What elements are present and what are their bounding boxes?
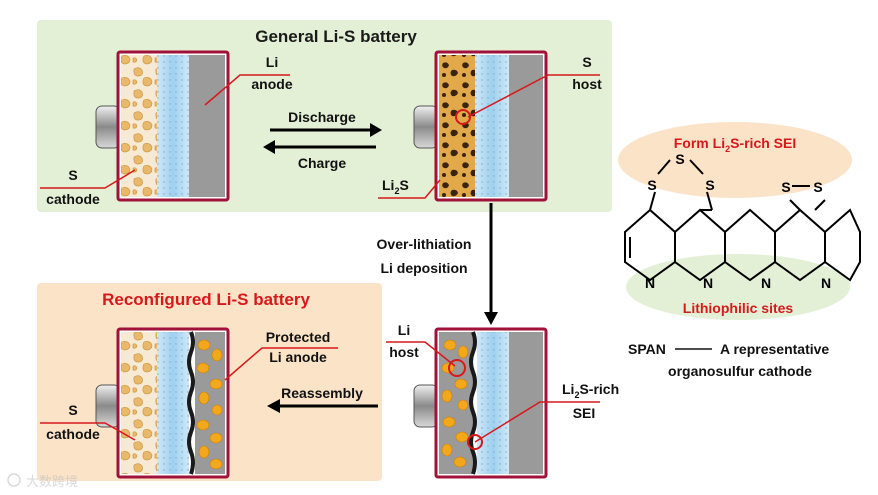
charge-arrow [263, 140, 376, 154]
label-cathode-bottom: cathode [46, 426, 100, 442]
label-s: S [68, 167, 77, 183]
label-protected: Protected [266, 329, 331, 345]
label-sei: SEI [573, 405, 596, 421]
atom-n-1: N [645, 275, 655, 291]
label-li-host-host: host [389, 344, 419, 360]
atom-n-4: N [821, 275, 831, 291]
atom-s-right: S [705, 177, 714, 193]
sei-label: Form Li2S-rich SEI [674, 135, 797, 154]
span-molecule [624, 159, 861, 282]
atom-s-left: S [647, 177, 656, 193]
general-title: General Li-S battery [255, 27, 417, 46]
label-li: Li [266, 54, 278, 70]
s-host-marker [455, 109, 471, 125]
label-charge: Charge [298, 155, 346, 171]
label-li2s: Li2S [382, 177, 409, 196]
span-desc2: organosulfur cathode [668, 363, 812, 379]
battery-reconfigured [95, 327, 230, 479]
reconfigured-title: Reconfigured Li-S battery [102, 290, 310, 309]
label-li-deposition: Li deposition [380, 260, 467, 276]
atom-n-3: N [761, 275, 771, 291]
battery-fresh [95, 50, 230, 202]
lithiophilic-label: Lithiophilic sites [683, 300, 794, 316]
label-discharge: Discharge [288, 109, 356, 125]
span-label: SPAN [628, 341, 666, 357]
label-li-anode: Li anode [269, 349, 327, 365]
battery-discharged [413, 50, 548, 202]
span-desc: A representative [720, 341, 829, 357]
label-li2s-rich: Li2S-rich [562, 381, 619, 400]
li-host-marker [448, 359, 466, 377]
reassembly-arrow [267, 399, 378, 413]
atom-n-2: N [703, 275, 713, 291]
label-s-host-s: S [582, 54, 591, 70]
sei-ellipse [618, 122, 852, 198]
sei-marker [467, 434, 483, 450]
label-s-host-host: host [572, 76, 602, 92]
label-cathode: cathode [46, 191, 100, 207]
discharge-arrow [270, 123, 382, 137]
watermark: 大数跨境 [7, 473, 78, 490]
label-anode: anode [251, 76, 292, 92]
label-reassembly: Reassembly [281, 385, 363, 401]
label-over-lithiation: Over-lithiation [377, 236, 472, 252]
watermark-text: 大数跨境 [26, 475, 78, 490]
atom-s-pair-right: S [813, 179, 822, 195]
over-lithiation-arrow [484, 203, 498, 325]
label-li-host-li: Li [398, 322, 410, 338]
label-s-bottom: S [68, 402, 77, 418]
atom-s-top: S [675, 151, 684, 167]
atom-s-pair-left: S [781, 179, 790, 195]
battery-overlithiated [413, 327, 548, 479]
lithiophilic-ellipse [626, 254, 850, 320]
